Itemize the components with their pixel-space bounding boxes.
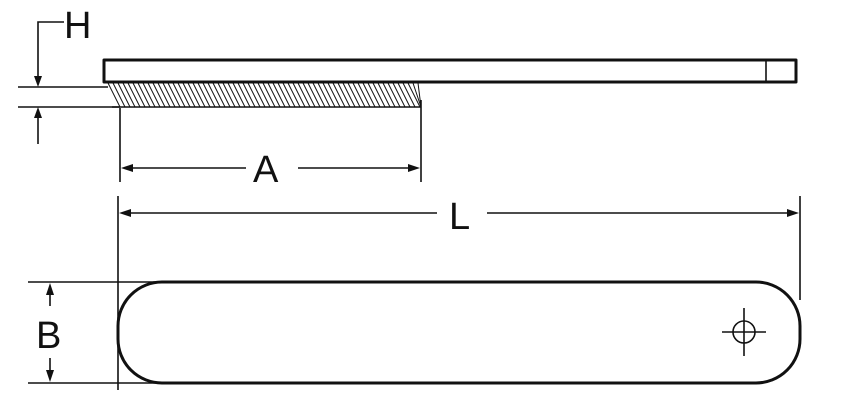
- hatch-line: [132, 82, 146, 108]
- hatch-line: [357, 82, 371, 108]
- hatch-line: [407, 82, 421, 108]
- hatch-line: [347, 82, 361, 108]
- hatch-line: [377, 82, 391, 108]
- hatch-line: [197, 82, 211, 108]
- dimension-a: A: [119, 100, 422, 191]
- hatch-line: [272, 82, 286, 108]
- hatch-line: [237, 82, 251, 108]
- hatch-line: [257, 82, 271, 108]
- hatch-line: [167, 82, 181, 108]
- hatch-line: [212, 82, 226, 108]
- hatch-line: [202, 82, 216, 108]
- mounting-hole: [722, 308, 766, 356]
- label-a: A: [253, 149, 279, 191]
- hatch-line: [362, 82, 376, 108]
- hatch-line: [367, 82, 381, 108]
- adhesive-hatch: [107, 82, 422, 108]
- hatch-line: [397, 82, 411, 108]
- hatch-line: [327, 82, 341, 108]
- hatch-line: [242, 82, 256, 108]
- hatch-line: [232, 82, 246, 108]
- hatch-line: [412, 82, 422, 108]
- hatch-line: [147, 82, 161, 108]
- side-view: [102, 58, 798, 108]
- dimension-l: L: [117, 196, 801, 390]
- hatch-line: [182, 82, 196, 108]
- hatch-line: [382, 82, 396, 108]
- hatch-line: [292, 82, 306, 108]
- hatch-line: [387, 82, 401, 108]
- hatch-line: [217, 82, 231, 108]
- hatch-line: [137, 82, 151, 108]
- hatch-line: [262, 82, 276, 108]
- hatch-line: [247, 82, 261, 108]
- side-plate: [102, 58, 798, 84]
- hatch-line: [127, 82, 141, 108]
- hatch-line: [307, 82, 321, 108]
- label-h: H: [64, 5, 91, 47]
- label-l: L: [449, 196, 470, 238]
- hatch-line: [372, 82, 386, 108]
- hatch-line: [297, 82, 311, 108]
- hatch-line: [342, 82, 356, 108]
- hatch-line: [187, 82, 201, 108]
- a-arrow-right: [408, 164, 420, 172]
- hatch-line: [287, 82, 301, 108]
- hatch-line: [227, 82, 241, 108]
- hatch-line: [112, 82, 126, 108]
- h-arrow-top: [34, 76, 42, 87]
- a-arrow-left: [121, 164, 133, 172]
- hatch-line: [157, 82, 171, 108]
- hatch-line: [177, 82, 191, 108]
- hatch-line: [192, 82, 206, 108]
- hatch-line: [267, 82, 281, 108]
- l-arrow-right: [787, 209, 799, 217]
- hatch-line: [352, 82, 366, 108]
- top-plate: [116, 280, 802, 385]
- hatch-line: [402, 82, 416, 108]
- hatch-line: [322, 82, 336, 108]
- hatch-line: [282, 82, 296, 108]
- dimension-b: B: [28, 281, 168, 384]
- label-b: B: [36, 315, 61, 357]
- hatch-line: [337, 82, 351, 108]
- l-arrow-left: [119, 209, 131, 217]
- hatch-line: [332, 82, 346, 108]
- b-arrow-bottom: [46, 370, 54, 382]
- hatch-line: [172, 82, 186, 108]
- hatch-line: [222, 82, 236, 108]
- hatch-line: [252, 82, 266, 108]
- hatch-line: [317, 82, 331, 108]
- hatch-line: [392, 82, 406, 108]
- hatch-line: [117, 82, 131, 108]
- hatch-line: [162, 82, 176, 108]
- hatch-line: [107, 82, 121, 108]
- hatch-line: [277, 82, 291, 108]
- dimension-h: H: [18, 5, 120, 144]
- hatch-line: [302, 82, 316, 108]
- hatch-line: [207, 82, 221, 108]
- hatch-line: [122, 82, 136, 108]
- top-view: [116, 280, 802, 385]
- hatch-line: [312, 82, 326, 108]
- hatch-line: [152, 82, 166, 108]
- hatch-line: [142, 82, 156, 108]
- h-arrow-bottom: [34, 107, 42, 118]
- b-arrow-top: [46, 283, 54, 295]
